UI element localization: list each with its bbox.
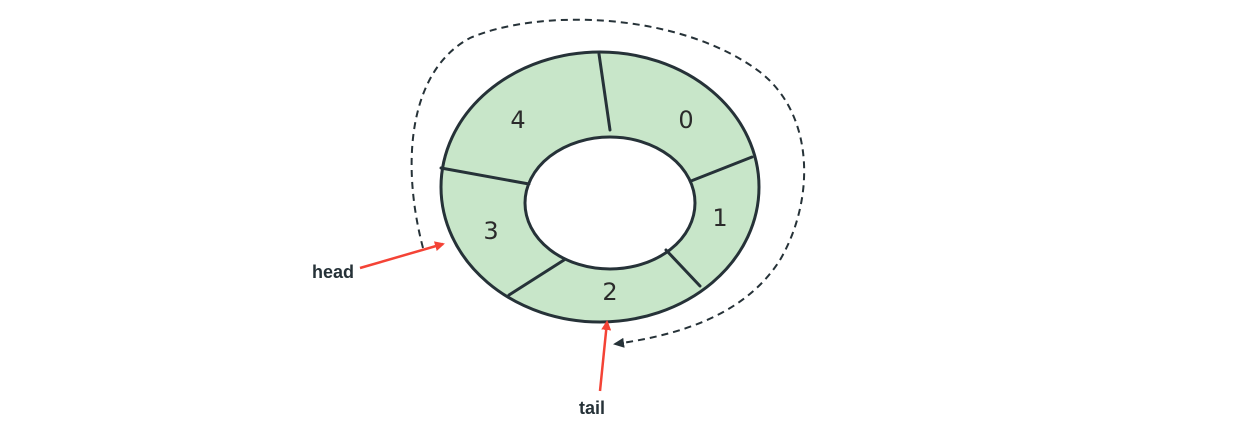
ring-outer-outline [439,50,761,324]
divider-1-2 [664,248,702,288]
head-label: head [312,262,354,282]
tail-label: tail [579,398,605,418]
slot-label-2: 2 [602,278,617,306]
ring-inner-outline [523,135,697,271]
wrap-around-arrow [410,18,806,348]
divider-0-4 [597,52,612,132]
head-arrow [359,241,445,270]
slot-label-1: 1 [712,204,727,232]
ring-fill [441,52,759,322]
slot-label-4: 4 [510,106,525,134]
divider-2-3 [507,258,566,297]
slot-label-0: 0 [678,106,693,134]
divider-0-1 [689,155,754,183]
tail-arrow [598,320,612,392]
divider-3-4 [439,166,531,186]
slot-label-3: 3 [483,217,498,245]
